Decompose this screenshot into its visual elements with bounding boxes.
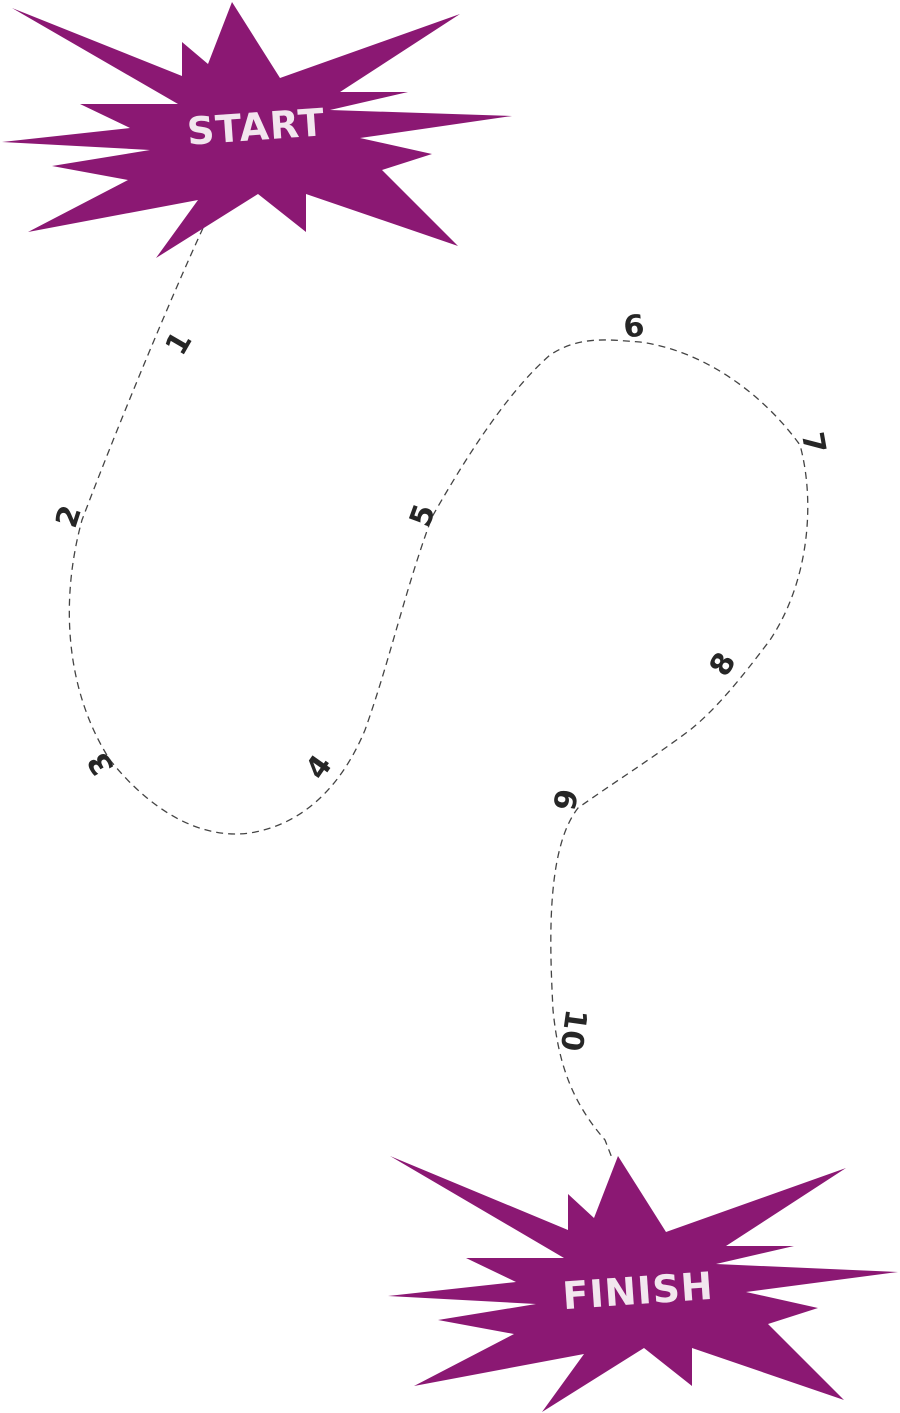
start-label: START [186,100,327,154]
step-number: 7 [794,430,832,457]
step-number: 4 [299,749,340,786]
step-number: 5 [403,500,443,532]
finish-label: FINISH [561,1264,715,1318]
step-number: 9 [548,787,586,814]
step-number: 3 [81,746,122,782]
step-numbers: 1 2 3 4 5 6 7 8 9 10 [49,309,832,1054]
start-burst: START [2,2,512,258]
step-number: 2 [49,501,89,532]
step-number: 10 [553,1007,593,1053]
step-number: 1 [159,326,200,362]
dashed-path [68,227,809,1159]
finish-burst: FINISH [388,1156,898,1412]
step-number: 6 [622,309,646,346]
step-number: 8 [703,647,744,683]
start-burst-shape [2,2,512,258]
finish-burst-shape [388,1156,898,1412]
